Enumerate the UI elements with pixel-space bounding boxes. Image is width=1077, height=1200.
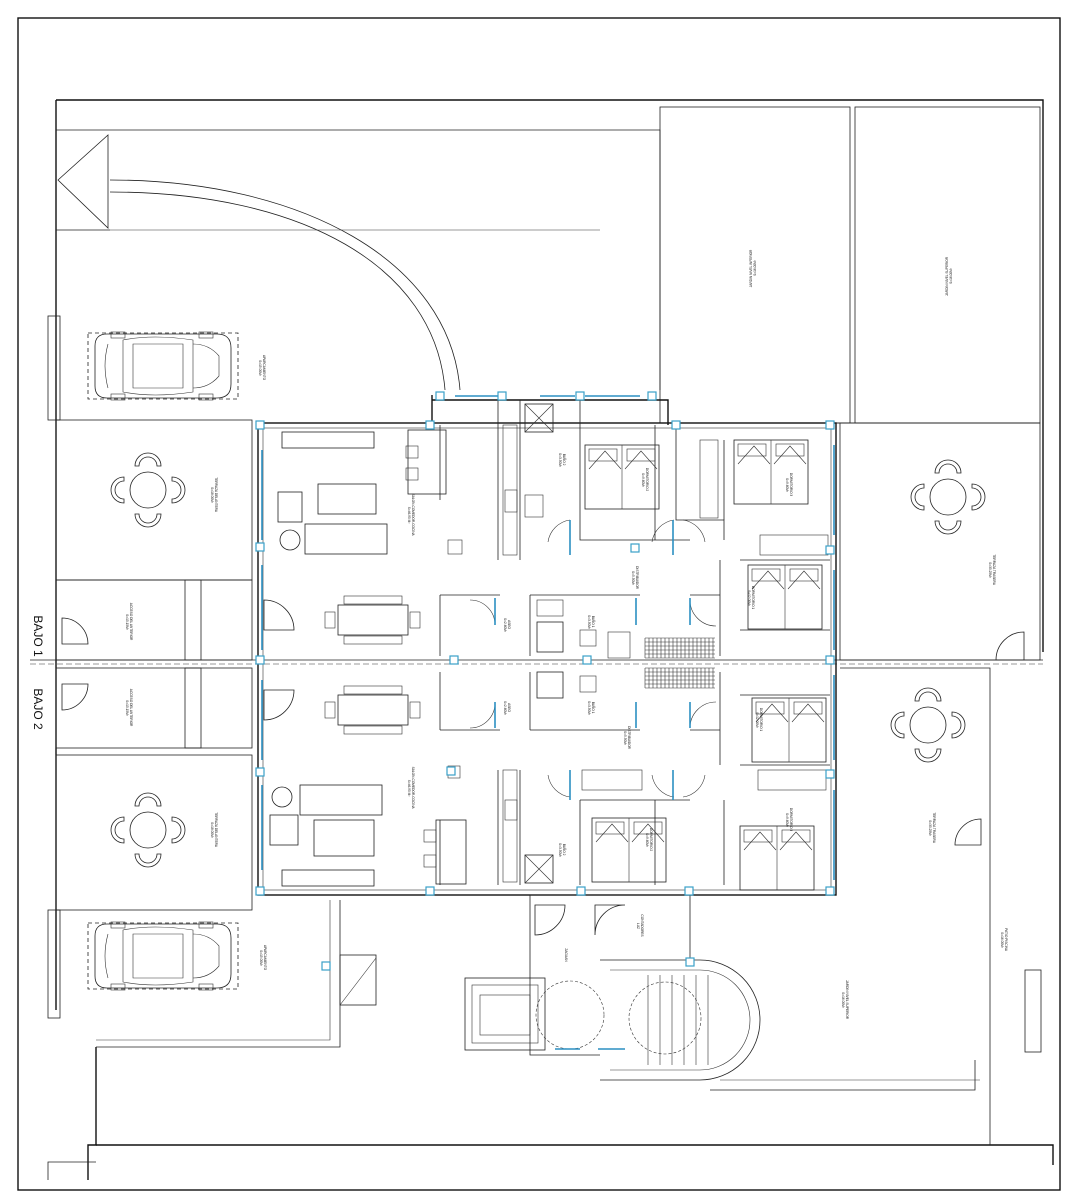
room-label-jardin-superior: JARDIN NIVEL SUPERIOR S=16.00M² bbox=[945, 256, 953, 296]
room-label-dorm1-bottom: DORMITORIO 1 S=12.00M² bbox=[755, 708, 763, 732]
room-label-bano1-bottom: BAÑO 1 S=3.50M² bbox=[587, 701, 596, 715]
level-label-bajo-2: BAJO 2 bbox=[31, 688, 45, 730]
room-label-distribuidor-bottom: DISTRIBUIDOR S=5.50M² bbox=[623, 726, 631, 750]
room-label-aseo-bottom: ASEO S=2.60M² bbox=[503, 701, 511, 715]
room-label-aparcamiento-bottom: APARCAMIENTO S=15.00M² bbox=[259, 945, 267, 971]
room-label-bano1-top: BAÑO 1 S=3.50M² bbox=[587, 615, 596, 629]
room-label-acceso-bottom: ACCESO DEL ANTERIOR S=10.15M² bbox=[125, 689, 133, 728]
parking-bottom bbox=[47, 900, 377, 1048]
garden-blocks bbox=[659, 106, 1041, 424]
glazing bbox=[261, 395, 835, 1050]
room-label-terraza-trasera-top: TERRAZA TRASERA S=30.25M² bbox=[988, 554, 996, 585]
furniture-lower bbox=[269, 667, 827, 891]
room-label-aseo-top: ASEO S=2.60M² bbox=[503, 618, 511, 632]
back-terraces bbox=[839, 422, 1042, 1145]
room-label-bano2-top: BAÑO 2 S=3.50M² bbox=[558, 453, 567, 467]
room-label-acceso-top: ACCESO DEL ANTERIOR S=10.15M² bbox=[125, 603, 133, 642]
room-label-jardin-superior-bottom: JARDIN NIVEL SUPERIOR S=16.00M² bbox=[841, 980, 849, 1020]
room-label-terraza-trasera-bottom: TERRAZA TRASERA S=30.25M² bbox=[928, 812, 936, 843]
room-label-dorm2-top: DORMITORIO 2 S=9.60M² bbox=[641, 468, 649, 492]
room-label-salon-top: SALON-COMEDOR-COCINA S=46.90 M² bbox=[407, 494, 415, 537]
columns bbox=[255, 391, 835, 971]
room-label-dorm3-top: DORMITORIO 3 S=9.60M² bbox=[785, 473, 793, 497]
room-label-salon-bottom: SALON-COMEDOR-COCINA S=46.90 M² bbox=[407, 767, 415, 810]
site-boundary bbox=[47, 99, 1054, 1180]
room-label-dorm2-bottom: DORMITORIO 2 S=9.60M² bbox=[645, 828, 653, 852]
room-label-dorm3-bottom: DORMITORIO 3 S=9.60M² bbox=[785, 808, 793, 832]
room-label-aparcamiento-top: APARCAMIENTO S=15.00M² bbox=[258, 355, 266, 381]
room-label-zaguan: ZAGUAN bbox=[564, 948, 568, 962]
room-label-bano2-bottom: BAÑO 2 S=3.50M² bbox=[558, 843, 567, 857]
room-label-contadores: CONTADORES LUZ bbox=[636, 914, 644, 937]
stair-core bbox=[464, 894, 980, 1091]
room-label-distribuidor-top: DISTRIBUIDOR S=5.50M² bbox=[631, 566, 639, 590]
room-label-jardin-inferior: JARDIN NIVEL INFERIOR S=16.00M² bbox=[749, 249, 757, 288]
furniture-upper bbox=[277, 403, 829, 659]
parking-top bbox=[47, 315, 239, 421]
driveway-ramp bbox=[56, 129, 661, 391]
front-terraces bbox=[55, 419, 253, 911]
sheet-border bbox=[17, 17, 1061, 1191]
room-label-terraza-delantera-bottom: TERRAZA DELANTERA S=18.00M² bbox=[210, 812, 218, 848]
room-label-dorm1-top: DORMITORIO 1 S=12.00M² bbox=[747, 586, 755, 610]
room-label-patio-piscina: PATIO PISCINA S=16.00M² bbox=[1000, 928, 1008, 952]
room-labels: JARDIN NIVEL INFERIOR S=16.00M² JARDIN N… bbox=[125, 249, 1008, 1020]
level-label-bajo-1: BAJO 1 bbox=[31, 615, 45, 657]
room-label-terraza-delantera-top: TERRAZA DELANTERA S=18.00M² bbox=[210, 477, 218, 513]
